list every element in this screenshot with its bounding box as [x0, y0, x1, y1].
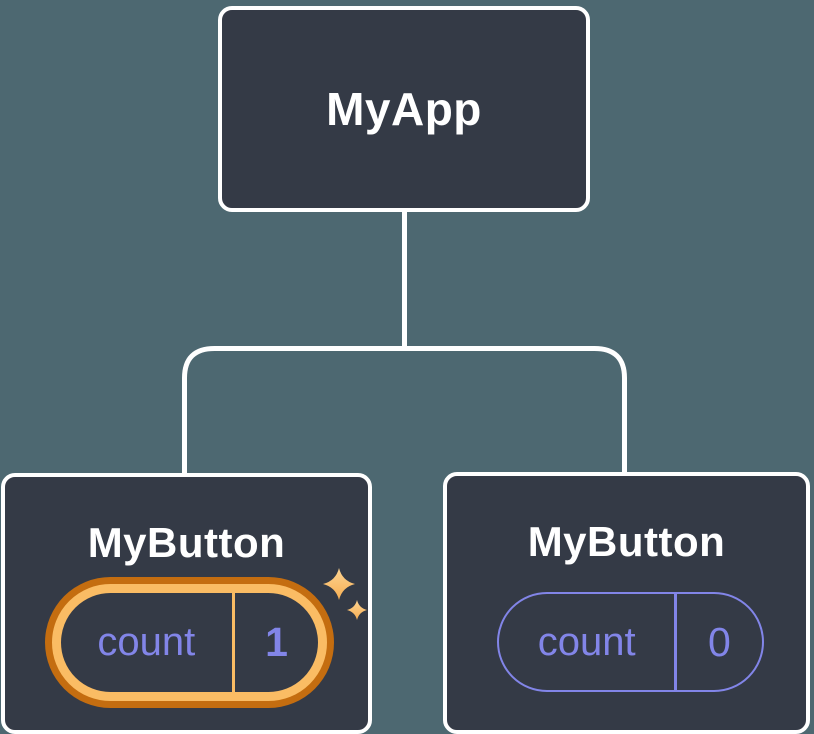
state-name-label: count: [97, 620, 196, 664]
state-pill-divider: [231, 593, 236, 692]
state-pill-plain: count 0: [497, 592, 764, 692]
sparkle-small: [347, 600, 367, 620]
sparkles-icon: [323, 568, 367, 620]
component-label-myapp: MyApp: [326, 83, 482, 135]
state-value: 1: [265, 619, 288, 665]
branch-connector: [182, 346, 627, 473]
state-name-label: count: [537, 619, 636, 664]
state-pill-highlighted: count 1: [52, 584, 327, 701]
component-node-myapp: MyApp: [218, 6, 590, 212]
component-node-mybutton-right: MyButton count 0: [443, 472, 810, 734]
state-pill-divider: [674, 594, 677, 690]
component-label-mybutton-left: MyButton: [87, 519, 286, 566]
component-label-mybutton-right: MyButton: [527, 518, 726, 565]
state-value: 0: [708, 618, 731, 665]
component-node-mybutton-left: MyButton count 1: [1, 473, 372, 734]
sparkle-large: [323, 568, 355, 600]
